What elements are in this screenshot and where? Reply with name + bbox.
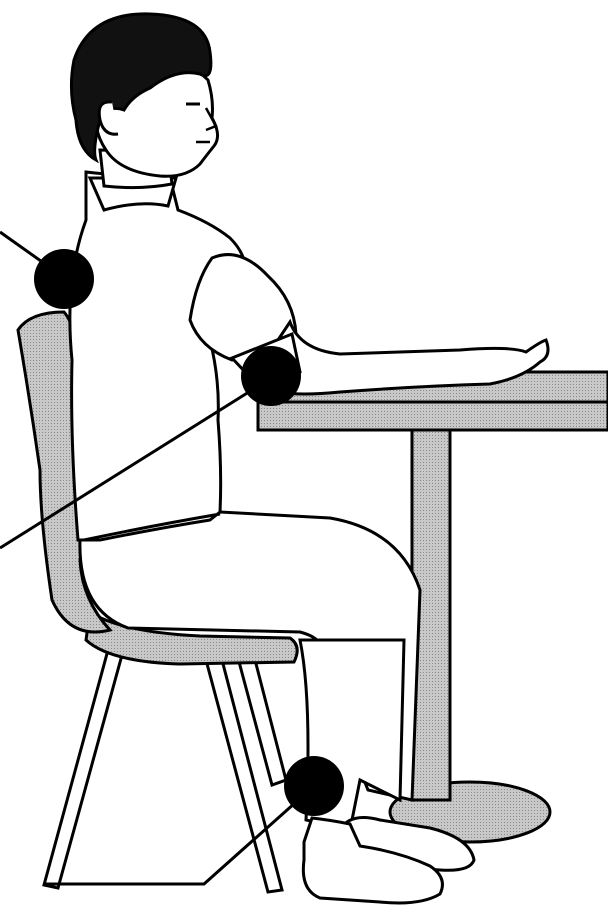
shoulder-marker [34,249,94,309]
knee-marker [284,756,344,816]
torso [70,172,246,540]
elbow-marker [241,346,301,406]
chair-back-leg [44,650,122,888]
